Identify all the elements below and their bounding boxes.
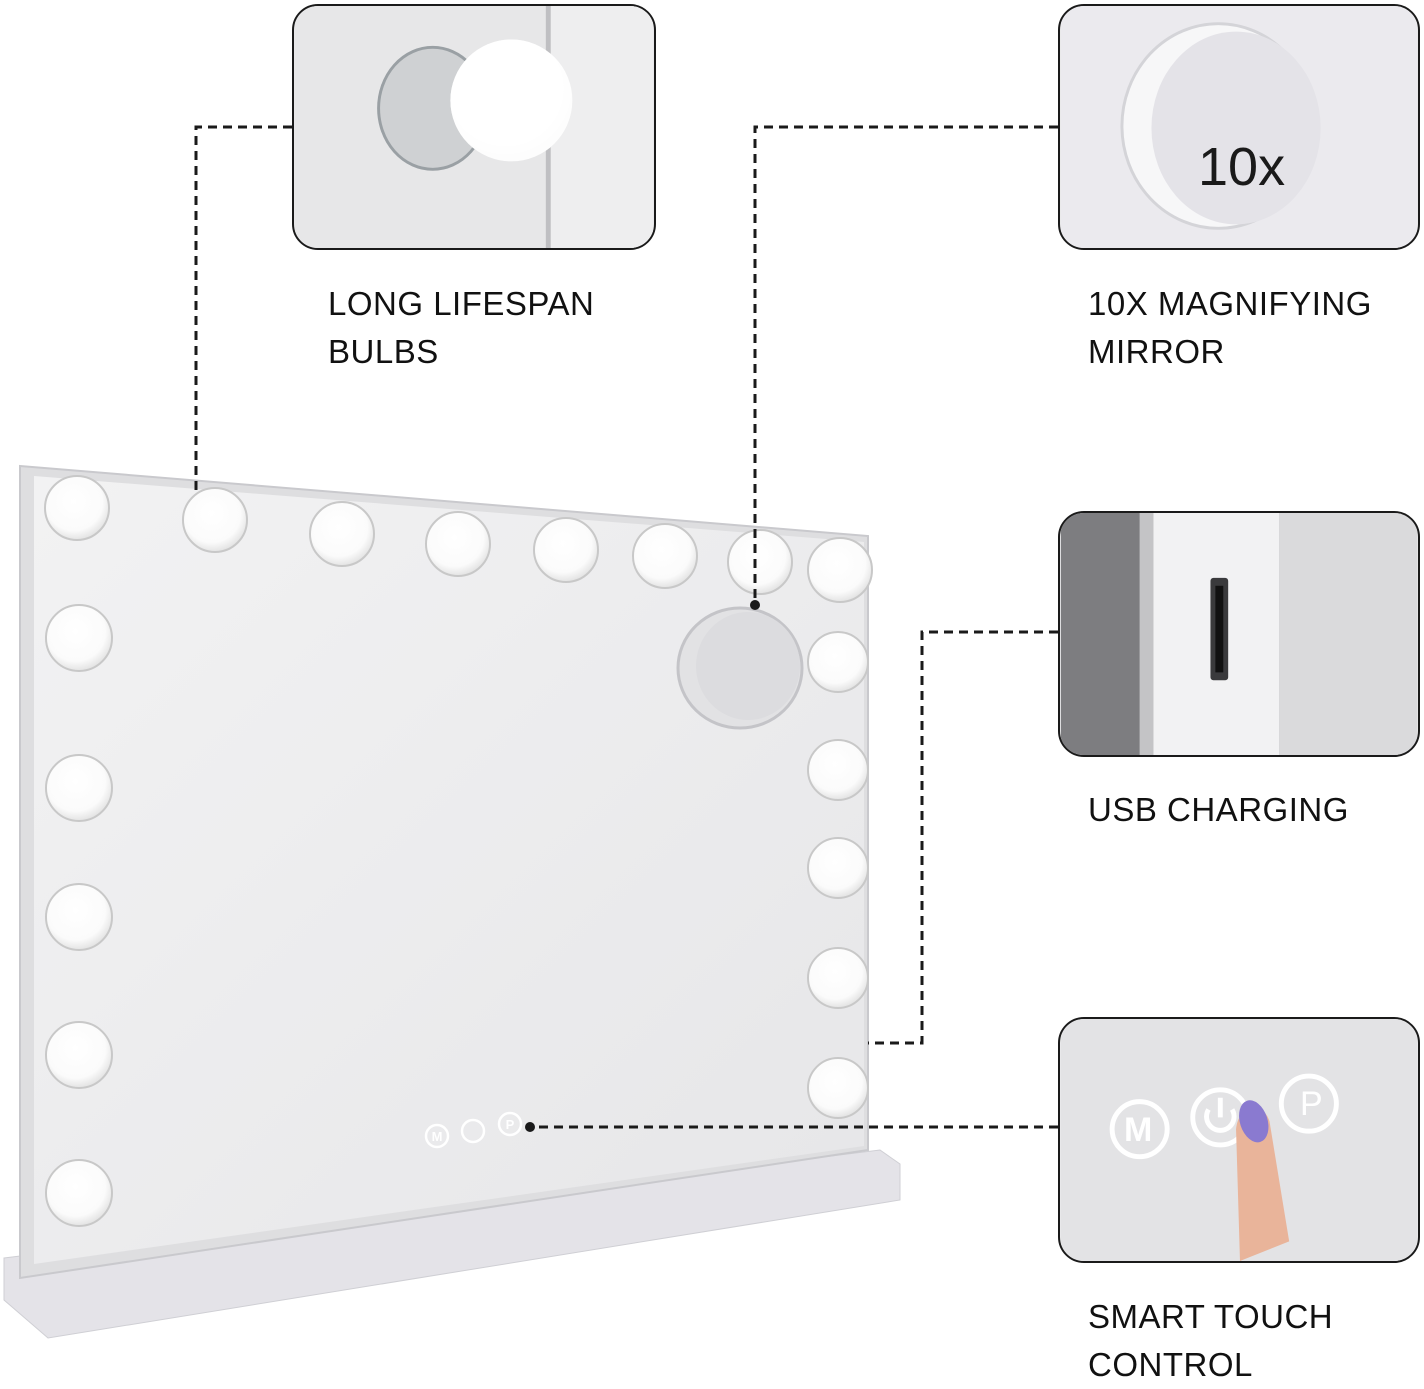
magnification-badge: 10x — [1198, 137, 1286, 197]
finger-icon — [1236, 1100, 1290, 1261]
mode-symbol: M — [432, 1129, 443, 1144]
leader-dot-magnifier — [750, 600, 760, 610]
mirror-glass — [34, 476, 864, 1264]
magnifier-closeup — [1060, 6, 1418, 248]
callout-usb — [1058, 511, 1420, 757]
label-bulbs-line-2: BULBS — [328, 333, 439, 370]
callout-touch: M P — [1058, 1017, 1420, 1263]
bulb-row-left — [45, 604, 113, 1227]
bulb-icon — [807, 1057, 869, 1119]
label-usb: USB CHARGING — [1088, 786, 1349, 834]
bulb-closeup — [294, 6, 654, 248]
bulb-icon — [44, 475, 110, 541]
bulb-row-top — [44, 475, 873, 603]
bulb-row-right — [807, 631, 869, 1119]
label-magnifier-line-2: MIRROR — [1088, 333, 1225, 370]
label-bulbs: LONG LIFESPAN BULBS — [328, 280, 594, 376]
touch-controls-on-mirror — [424, 1111, 523, 1149]
leader-magnifier — [753, 125, 1058, 605]
bulb-icon — [45, 754, 113, 822]
bulb-icon — [45, 1021, 113, 1089]
bulb-icon — [807, 631, 869, 693]
bulb-icon — [45, 883, 113, 951]
callout-leaders — [194, 125, 1058, 1129]
bulb-icon — [807, 837, 869, 899]
usb-closeup — [1060, 513, 1418, 755]
callout-bulbs — [292, 4, 656, 250]
mode-button-icon — [1109, 1099, 1170, 1160]
bulb-icon — [533, 517, 599, 583]
bulb-icon — [45, 1159, 113, 1227]
bulb-icon — [727, 529, 793, 595]
label-magnifier-line-1: 10X MAGNIFYING — [1088, 285, 1372, 322]
label-magnifier: 10X MAGNIFYING MIRROR — [1088, 280, 1372, 376]
bulb-icon — [309, 501, 375, 567]
label-touch-line-1: SMART TOUCH — [1088, 1298, 1334, 1335]
label-touch: SMART TOUCH CONTROL — [1088, 1293, 1333, 1389]
mirror-base — [3, 1149, 901, 1339]
leader-bulbs — [194, 125, 292, 492]
preset-symbol: P — [506, 1117, 515, 1132]
bulb-icon — [807, 739, 869, 801]
callout-magnifier: 10x — [1058, 4, 1420, 250]
bulb-icon — [632, 523, 698, 589]
touch-button-p-label: P — [1300, 1085, 1323, 1123]
bulb-icon — [807, 947, 869, 1009]
label-touch-line-2: CONTROL — [1088, 1346, 1253, 1383]
bulb-icon — [45, 604, 113, 672]
touch-closeup — [1060, 1019, 1418, 1261]
leader-dot-touch — [525, 1122, 535, 1132]
leader-usb — [868, 630, 1058, 1045]
bulb-icon — [807, 537, 873, 603]
usb-port-icon — [1210, 577, 1229, 681]
label-usb-line-1: USB CHARGING — [1088, 791, 1349, 828]
bulb-icon — [425, 511, 491, 577]
label-bulbs-line-1: LONG LIFESPAN — [328, 285, 595, 322]
magnifier-icon — [676, 606, 804, 730]
preset-button-icon — [1278, 1073, 1339, 1134]
touch-button-m-label: M — [1124, 1111, 1153, 1149]
bulb-icon — [182, 487, 248, 553]
